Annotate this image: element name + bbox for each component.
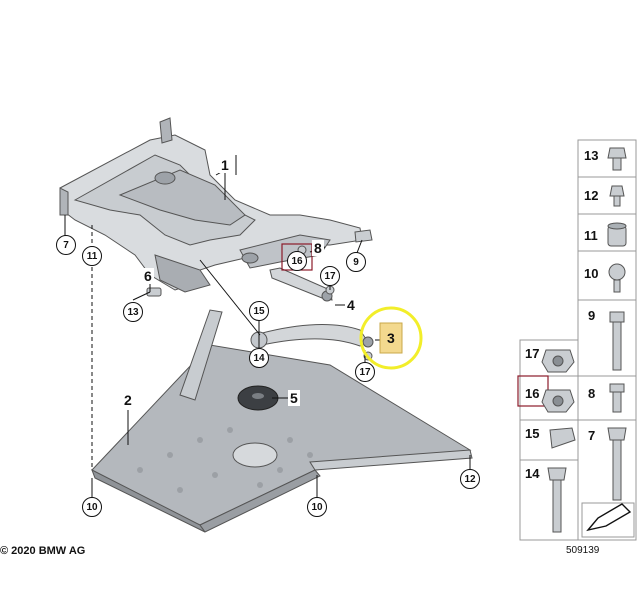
- parts-list-item-7: 7: [588, 428, 596, 443]
- callout-12: 12: [460, 469, 480, 489]
- parts-list-item-9: 9: [588, 308, 596, 323]
- subframe: [59, 117, 363, 293]
- callout-16: 16: [287, 251, 307, 271]
- callout-1: 1: [219, 157, 231, 173]
- parts-list-item-8: 8: [588, 386, 596, 401]
- parts-list-item-14: 14: [525, 466, 540, 481]
- callout-4: 4: [345, 297, 357, 313]
- copyright-text: © 2020 BMW AG: [0, 545, 86, 557]
- highlight-ring: [359, 306, 423, 370]
- parts-list-item-10: 10: [584, 266, 599, 281]
- parts-list-item-12: 12: [584, 188, 599, 203]
- callout-17-upper: 17: [320, 266, 340, 286]
- callout-8: 8: [312, 240, 324, 256]
- parts-list-panel: [519, 139, 637, 541]
- callout-15: 15: [249, 301, 269, 321]
- callout-3: 3: [387, 330, 395, 346]
- callout-11: 11: [82, 246, 102, 266]
- parts-list-item-15: 15: [525, 426, 540, 441]
- callout-2: 2: [122, 392, 134, 408]
- parts-list-item-16: 16: [525, 386, 540, 401]
- underbody-plate: [91, 309, 473, 533]
- tension-strut: [250, 324, 374, 349]
- callout-5: 5: [288, 390, 300, 406]
- parts-list-item-11: 11: [584, 228, 598, 243]
- callout-10-right: 10: [307, 497, 327, 517]
- callout-9: 9: [346, 252, 366, 272]
- callout-17-lower: 17: [355, 362, 375, 382]
- parts-list-item-17: 17: [525, 346, 540, 361]
- callout-6: 6: [142, 268, 154, 284]
- parts-hardware: [541, 147, 627, 533]
- document-number: 509139: [566, 545, 600, 556]
- arrow-icon: [581, 502, 635, 538]
- callout-7: 7: [56, 235, 76, 255]
- parts-list-item-13: 13: [584, 148, 599, 163]
- callout-3-box: [379, 322, 403, 354]
- callout-10-left: 10: [82, 497, 102, 517]
- callout-13: 13: [123, 302, 143, 322]
- callout-14: 14: [249, 348, 269, 368]
